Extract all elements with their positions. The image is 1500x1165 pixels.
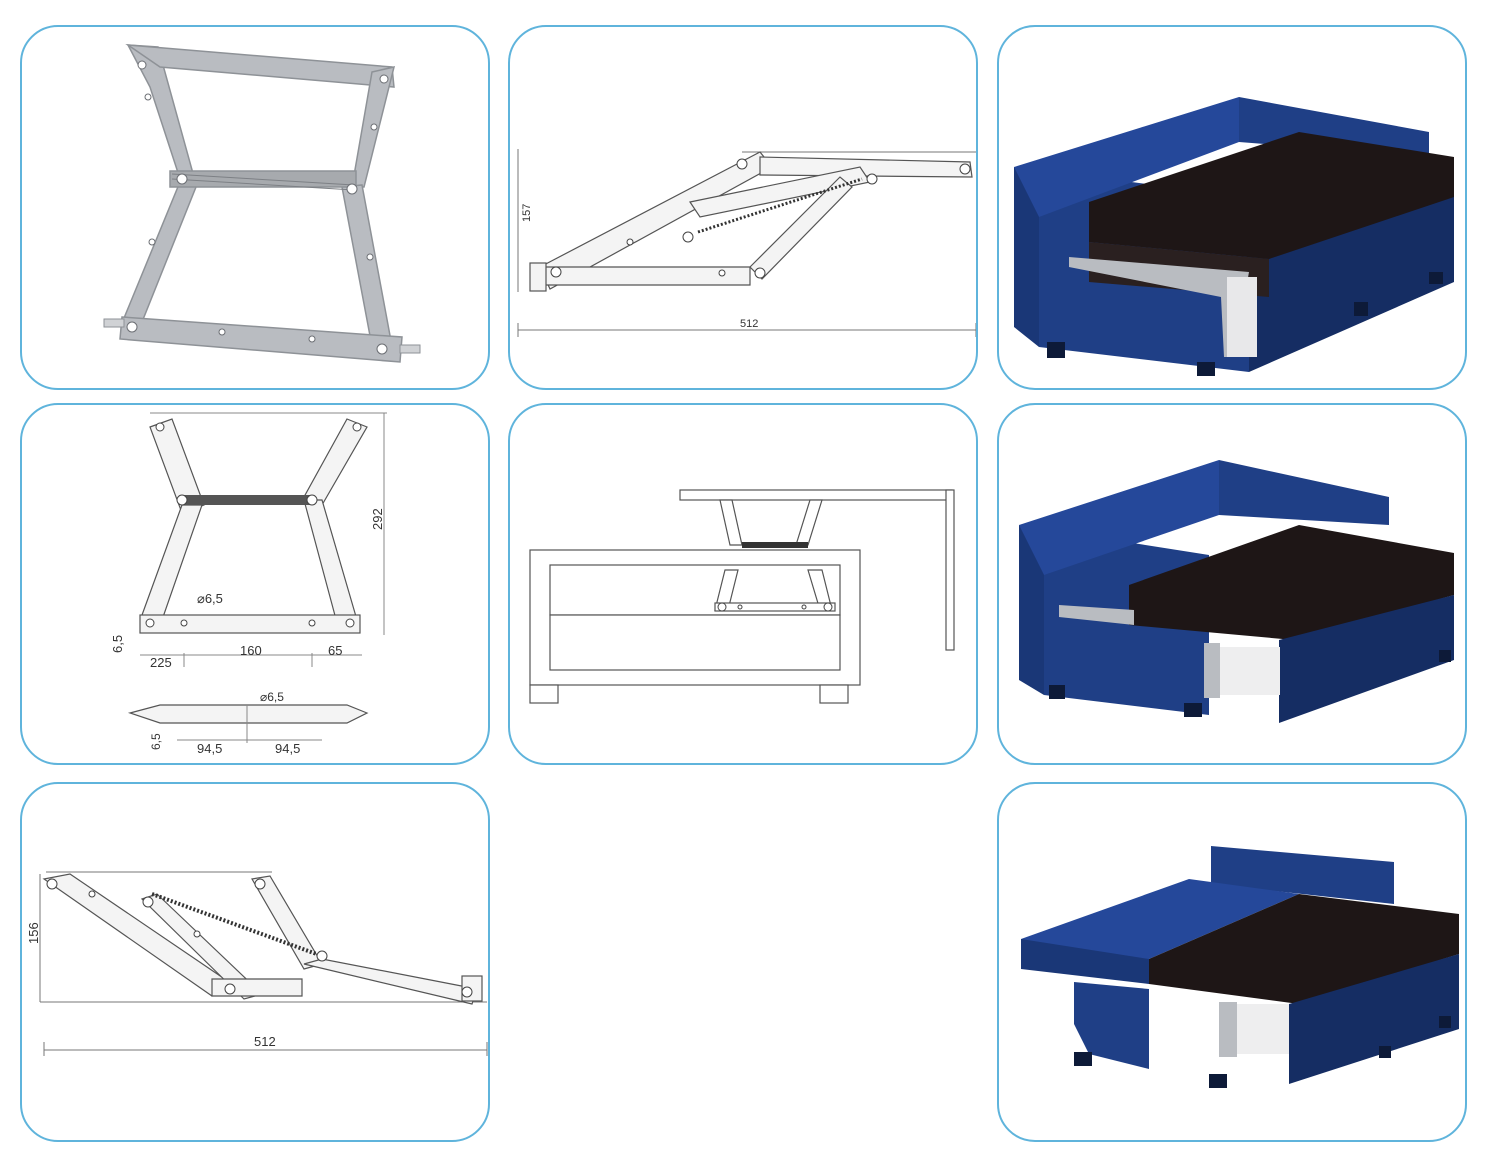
top-dimensions-drawing: 292 ⌀6,5 6,5 225 160 65 ⌀6,5 6,5 94,5 94… [110,412,387,756]
panel-sofa-half-open [997,403,1467,765]
panel-sofa-closed [997,25,1467,390]
height-label: 292 [370,508,385,530]
mechanism-3d-drawing [103,44,421,363]
panel-side-folded: 157 512 [508,25,978,390]
sofa-open-drawing [1021,846,1459,1088]
sofa-half-open-drawing [1019,460,1454,723]
panel-table-lift [508,403,978,765]
dist-225-label: 225 [150,655,172,670]
width-label: 512 [254,1034,276,1049]
dist-65-label: 65 [328,643,342,658]
panel-top-dimensions: 292 ⌀6,5 6,5 225 160 65 ⌀6,5 6,5 94,5 94… [20,403,490,765]
height-label: 157 [521,204,533,222]
sofa-closed-drawing [1014,97,1454,376]
hole-diameter-label: ⌀6,5 [197,591,223,606]
side-open-drawing: 156 512 [26,871,488,1056]
width-label: 512 [740,318,758,330]
panel-sofa-open [997,782,1467,1142]
lower-left-label: 94,5 [197,741,222,756]
panel-side-open: 156 512 [20,782,490,1142]
lower-right-label: 94,5 [275,741,300,756]
table-lift-drawing [529,489,955,704]
lower-hole-label: ⌀6,5 [260,690,284,704]
dist-160-label: 160 [240,643,262,658]
offset-label: 6,5 [110,635,125,653]
height-label: 156 [26,922,41,944]
lower-offset-label: 6,5 [149,733,163,750]
side-folded-drawing: 157 512 [517,149,976,337]
panel-mechanism-3d [20,25,490,390]
